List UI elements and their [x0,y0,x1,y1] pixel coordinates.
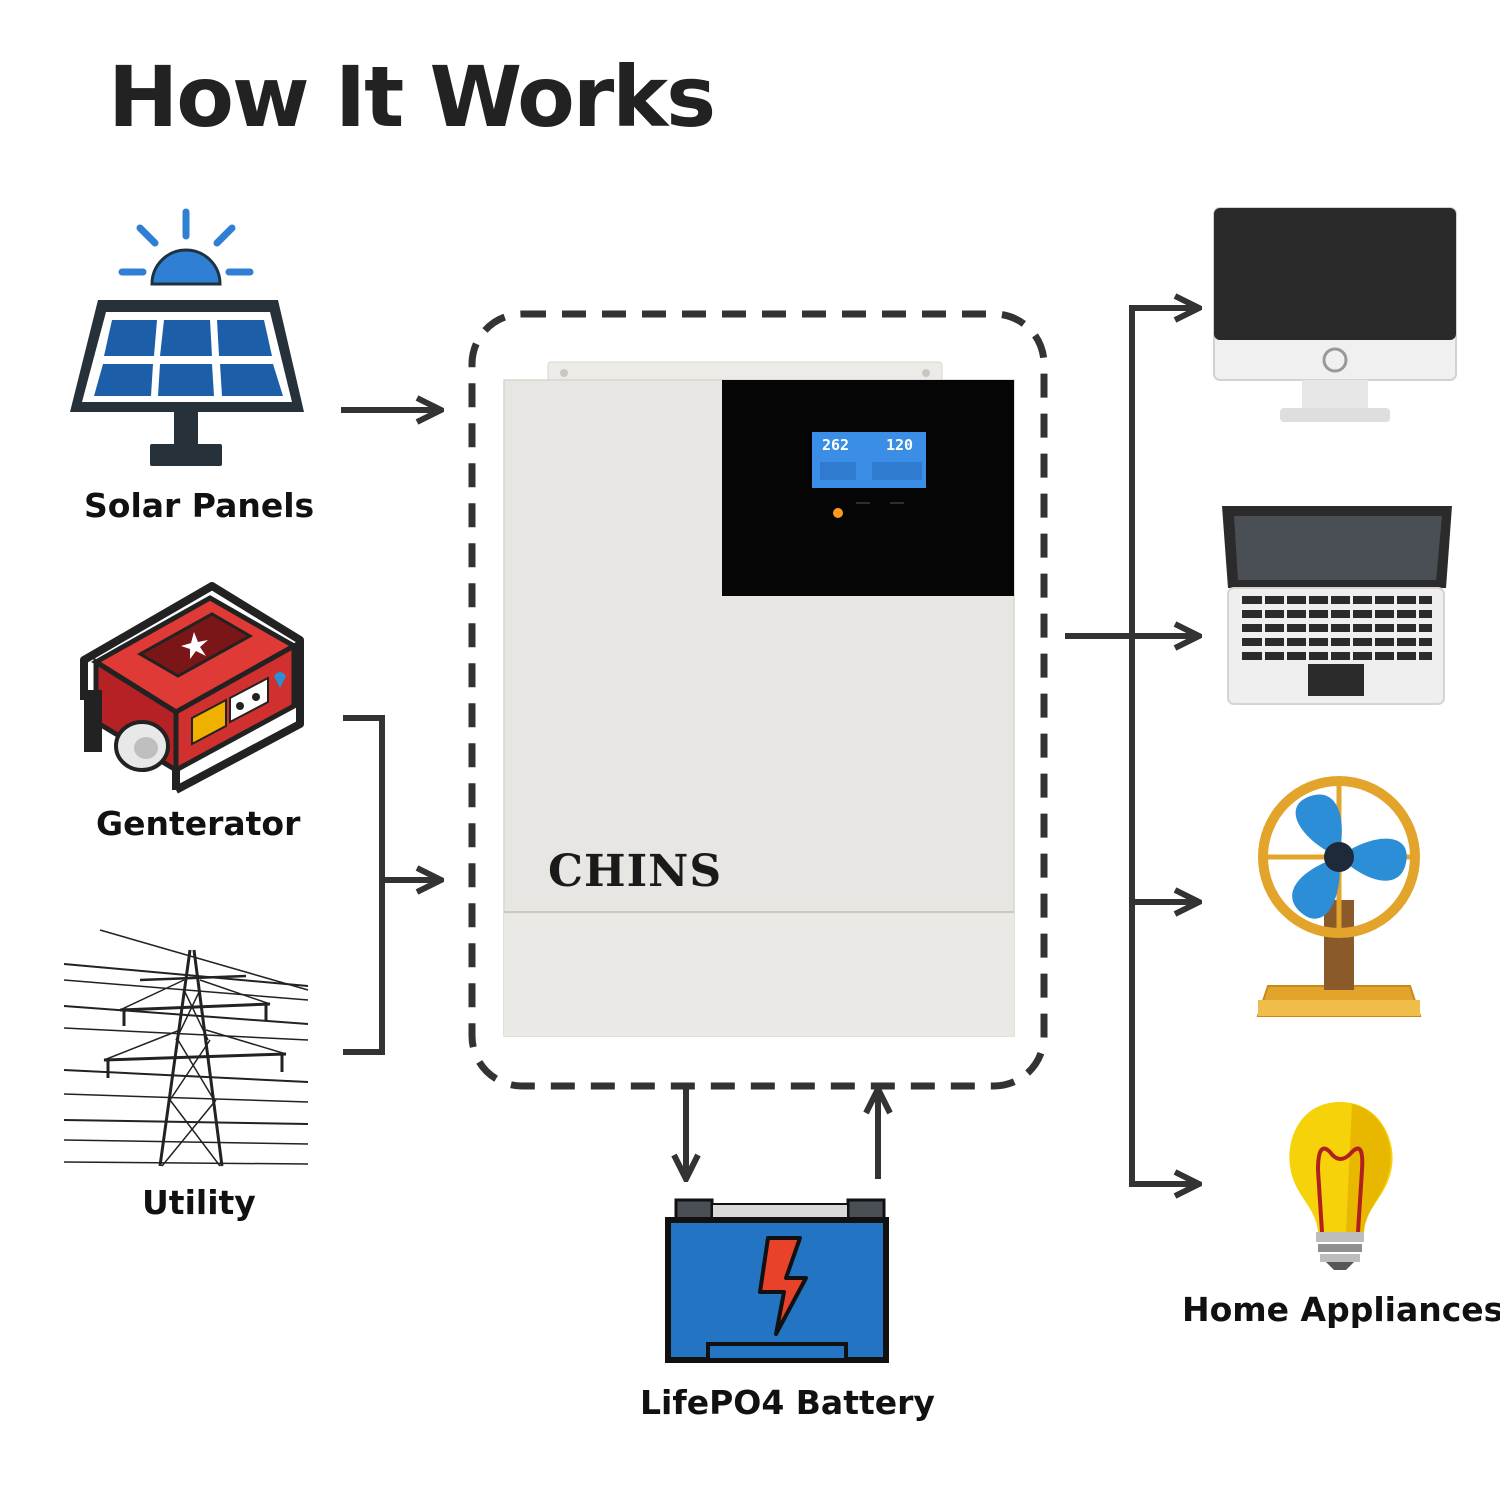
connectors [341,308,1196,1184]
inverter-boundary [468,310,1048,1090]
label-utility: Utility [142,1183,256,1222]
solar-panel-icon [70,208,304,466]
label-home-appliances: Home Appliances [1182,1290,1500,1329]
inverter-brand: CHINS [548,846,723,897]
desktop-monitor-icon [1213,207,1457,422]
page-title: How It Works [108,48,716,146]
lcd-readout-right: 120 [886,436,914,454]
label-generator: Genterator [96,804,301,843]
fan-icon [1256,776,1422,1017]
label-solar-panels: Solar Panels [84,486,315,525]
battery-icon [665,1198,889,1363]
source-bracket [343,715,385,1055]
power-tower-icon [63,929,309,1167]
laptop-icon [1222,506,1452,705]
inverter-icon [503,361,1015,1037]
lcd-readout-left: 262 [822,436,850,454]
label-battery: LifePO4 Battery [640,1383,935,1422]
light-bulb-icon [1289,1102,1393,1270]
generator-icon [80,582,304,794]
